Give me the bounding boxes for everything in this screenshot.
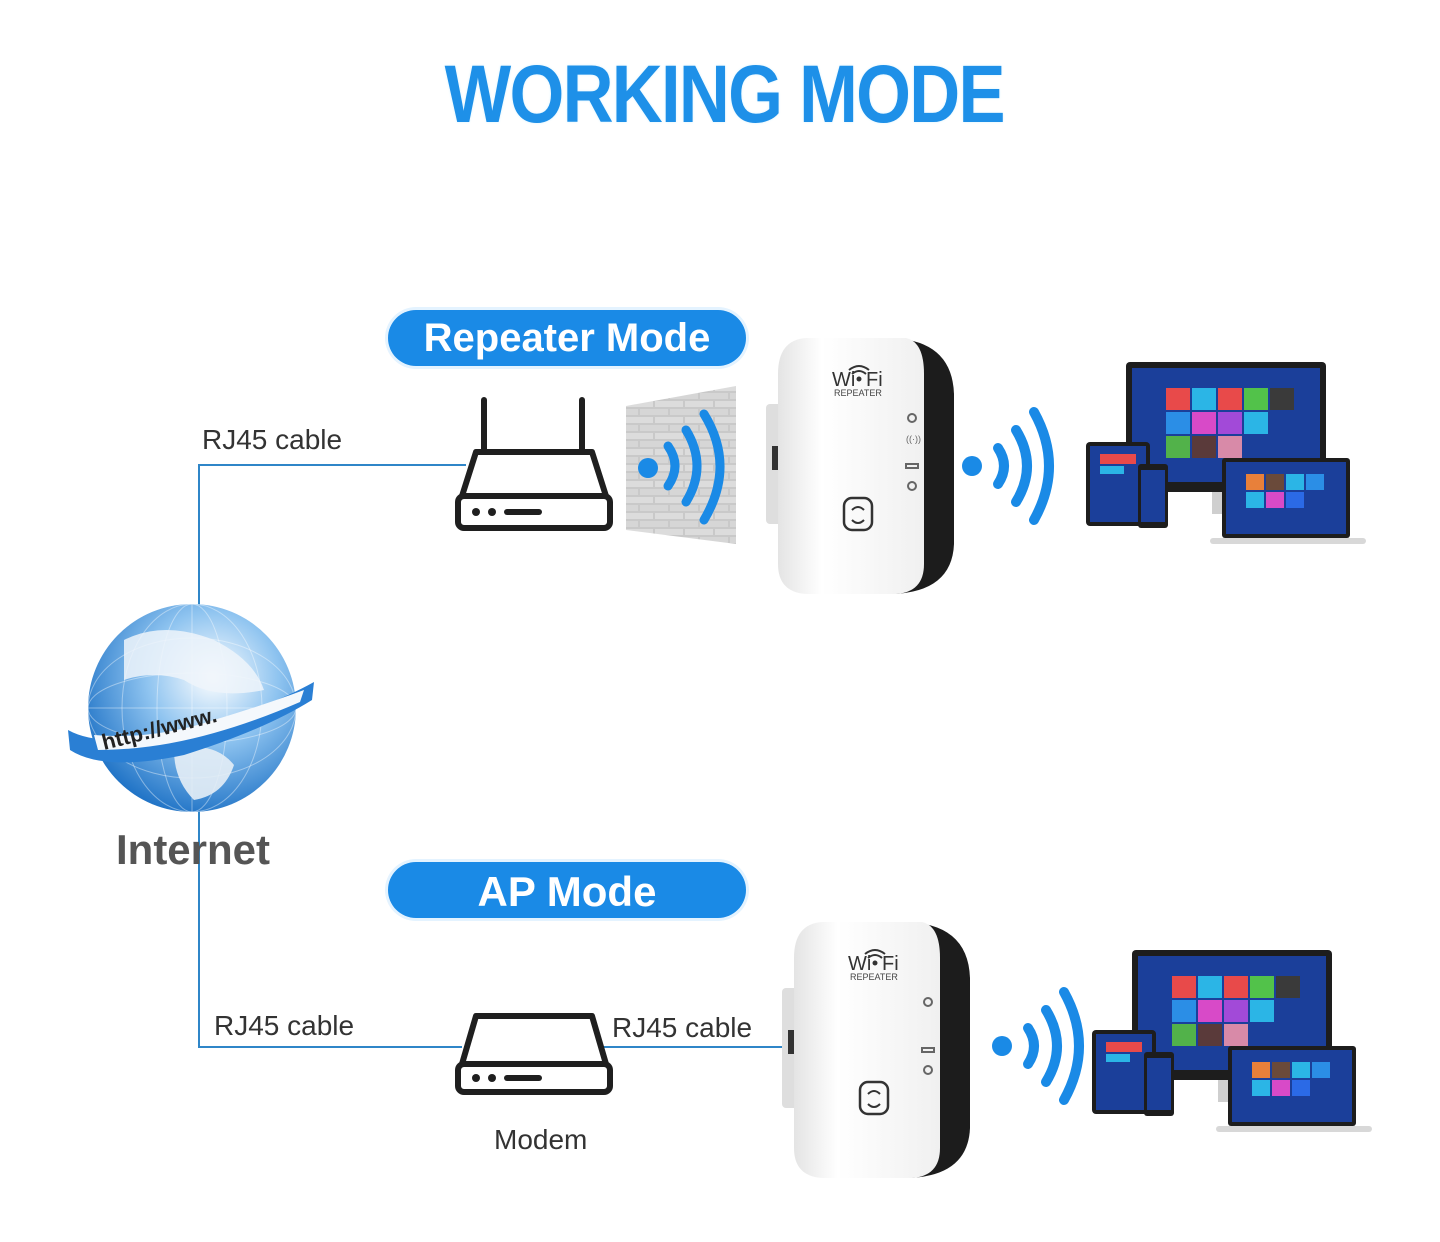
client-devices: [1086, 362, 1370, 548]
modem-label: Modem: [494, 1124, 588, 1155]
page-title: WORKING MODE: [444, 49, 1006, 140]
wifi-repeater-device: Wi Fi REPEATER ((·)): [766, 334, 958, 598]
brick-wall-with-wifi-icon: [624, 384, 738, 546]
wifi-repeater-device-ap: Wi Fi REPEATER: [782, 918, 974, 1182]
client-devices-ap: [1092, 950, 1376, 1136]
ap-cable-label-right: RJ45 cable: [612, 1012, 753, 1043]
svg-text:Fi: Fi: [866, 369, 883, 391]
ap-cable-label-left: RJ45 cable: [214, 1010, 355, 1041]
svg-text:((·)): ((·)): [906, 434, 921, 444]
svg-text:Fi: Fi: [882, 953, 899, 975]
internet-uplink-line: [198, 464, 200, 606]
ap-mode-badge: AP Mode: [388, 862, 746, 918]
internet-label: Internet: [116, 826, 271, 873]
repeater-mode-badge: Repeater Mode: [388, 310, 746, 366]
internet-globe: http://www.: [64, 600, 320, 816]
ap-rj45-line-left: [198, 1046, 462, 1048]
internet-downlink-line: [198, 808, 200, 1048]
globe-icon: http://www.: [68, 603, 314, 813]
wifi-signal-icon-ap: [988, 982, 1088, 1112]
svg-text:REPEATER: REPEATER: [850, 972, 898, 982]
app-tiles: [1166, 388, 1294, 458]
repeater-cable-label: RJ45 cable: [202, 424, 343, 455]
repeater-text: REPEATER: [834, 388, 882, 398]
ap-rj45-line-right: [604, 1046, 782, 1048]
svg-text:Wi: Wi: [848, 953, 871, 975]
repeater-rj45-line: [198, 464, 466, 466]
modem-icon: [454, 1012, 614, 1096]
wifi-logo-text: Wi: [832, 369, 855, 391]
wifi-signal-icon: [958, 402, 1058, 532]
router-icon: [454, 396, 614, 532]
